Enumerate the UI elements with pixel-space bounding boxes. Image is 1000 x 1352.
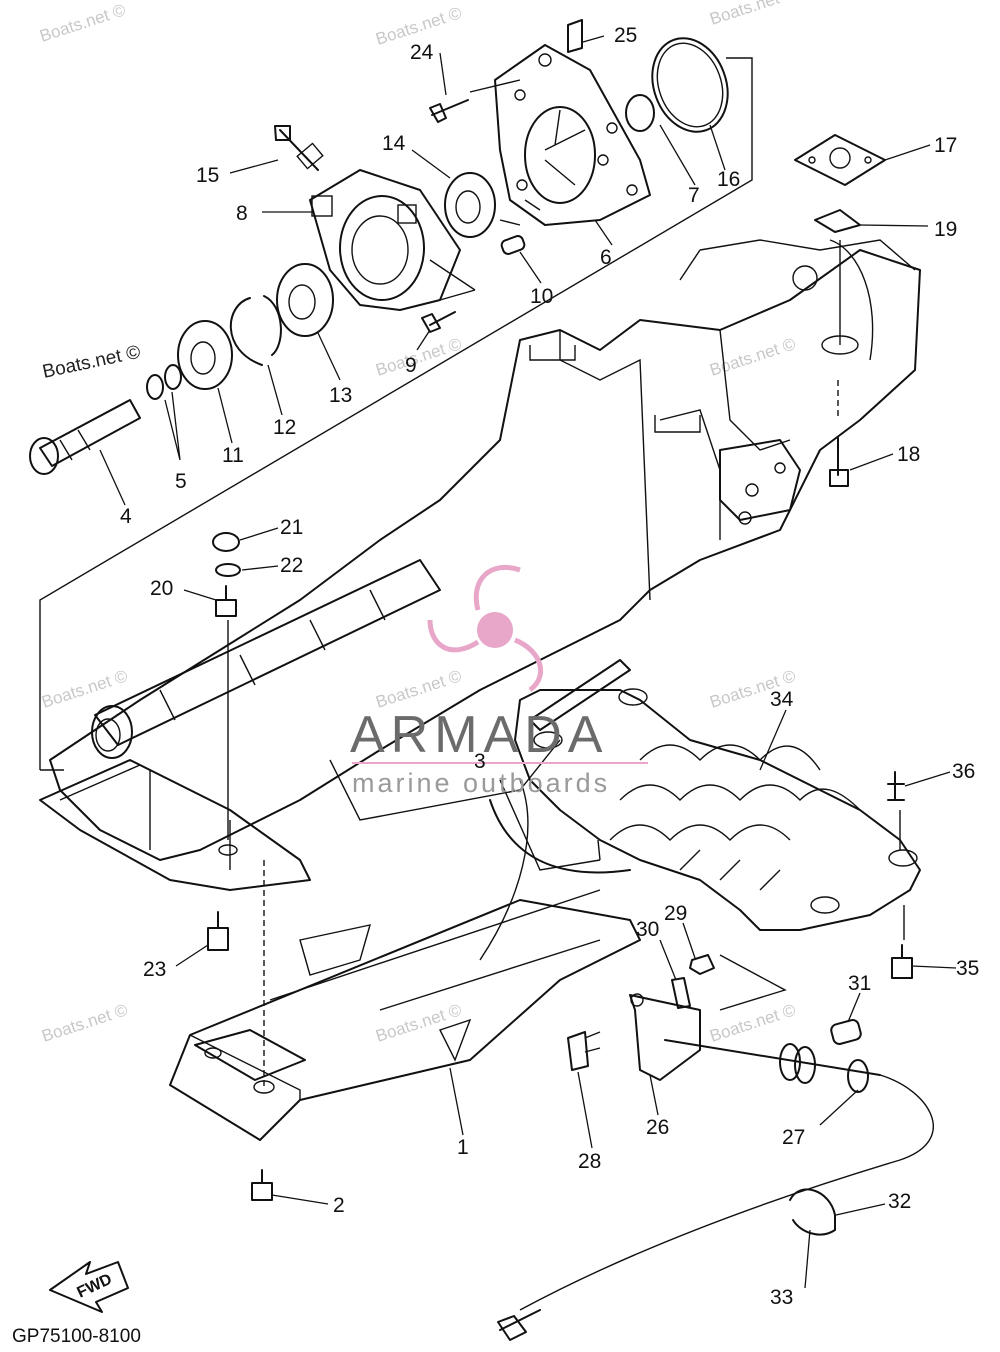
- callout-34: 34: [770, 688, 794, 711]
- propeller-logo-icon: [427, 564, 544, 692]
- callout-30: 30: [636, 918, 659, 941]
- callout-24: 24: [410, 41, 434, 64]
- callout-12: 12: [273, 416, 296, 439]
- watermark: Boats.net ©: [373, 1000, 464, 1046]
- callout-29: 29: [664, 902, 687, 925]
- callout-11: 11: [222, 444, 244, 467]
- callout-35: 35: [956, 957, 979, 980]
- callout-10: 10: [530, 285, 553, 308]
- callout-9: 9: [405, 354, 417, 377]
- callout-5: 5: [175, 470, 187, 493]
- callout-4: 4: [120, 505, 132, 528]
- callout-14: 14: [382, 132, 406, 155]
- callout-32: 32: [888, 1190, 911, 1213]
- callout-25: 25: [614, 24, 637, 47]
- callout-2: 2: [333, 1194, 345, 1217]
- callout-31: 31: [848, 972, 871, 995]
- callout-1: 1: [457, 1136, 469, 1159]
- site-watermarks: Boats.net © Boats.net © Boats.net © Boat…: [37, 0, 798, 1046]
- callout-6: 6: [600, 246, 612, 269]
- armada-logo: ARMADA marine outboards: [350, 564, 648, 798]
- watermark: Boats.net ©: [707, 0, 798, 29]
- callout-15: 15: [196, 164, 219, 187]
- fwd-arrow: FWD: [49, 1261, 129, 1313]
- callout-8: 8: [236, 202, 248, 225]
- callouts: 1 2 3 4 5 6 7 8 9 10 11 12 13 14 15 16 1…: [120, 24, 979, 1309]
- leader-lines: [99, 35, 957, 1289]
- callout-33: 33: [770, 1286, 793, 1309]
- callout-3: 3: [474, 750, 486, 773]
- callout-28: 28: [578, 1150, 601, 1173]
- bearing-housing: [309, 169, 476, 311]
- cover-plate: [494, 44, 651, 226]
- callout-20: 20: [150, 577, 173, 600]
- callout-36: 36: [952, 760, 975, 783]
- callout-16: 16: [717, 168, 740, 191]
- exploded-view-frame: [39, 57, 753, 771]
- watermark: Boats.net ©: [707, 1000, 798, 1046]
- callout-17: 17: [934, 134, 957, 157]
- callout-26: 26: [646, 1116, 669, 1139]
- callout-13: 13: [329, 384, 352, 407]
- callout-21: 21: [280, 516, 303, 539]
- brand-tagline: marine outboards: [352, 768, 610, 798]
- ride-plate: [169, 779, 641, 1141]
- intake-grate: [514, 659, 921, 931]
- brand-name: ARMADA: [350, 706, 608, 764]
- callout-27: 27: [782, 1126, 805, 1149]
- callout-22: 22: [280, 554, 303, 577]
- watermark: Boats.net ©: [41, 342, 143, 383]
- callout-19: 19: [934, 218, 957, 241]
- diagram-code: GP75100-8100: [12, 1326, 141, 1347]
- watermark: Boats.net ©: [39, 1000, 130, 1046]
- callout-18: 18: [897, 443, 920, 466]
- callout-23: 23: [143, 958, 166, 981]
- alignment-lines: [227, 79, 905, 1090]
- callout-7: 7: [688, 184, 700, 207]
- watermark: Boats.net ©: [37, 0, 128, 46]
- watermark: Boats.net ©: [373, 666, 464, 712]
